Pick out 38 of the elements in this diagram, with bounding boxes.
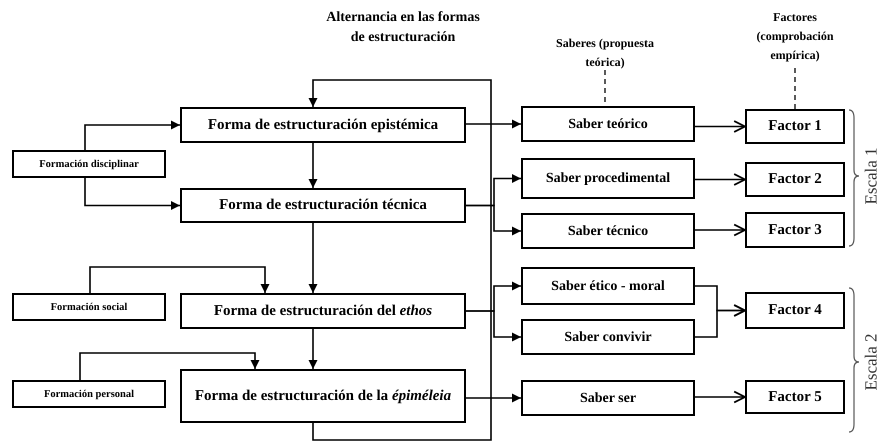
arrow: [695, 173, 746, 186]
process-box: Saber procedimental: [521, 158, 695, 199]
arrow: [308, 143, 318, 188]
arrow: [466, 310, 521, 342]
process-box: Factor 1: [745, 109, 845, 144]
process-box: Formación disciplinar: [12, 150, 166, 178]
arrow: [89, 266, 270, 293]
arrow: [308, 329, 318, 369]
scale-label: Escala 1: [860, 147, 882, 205]
arrow: [466, 120, 521, 128]
arrow: [466, 394, 521, 402]
arrow: [84, 178, 180, 210]
process-box: Forma de estructuración epistémica: [180, 107, 466, 143]
arrow: [308, 79, 492, 441]
process-box: Factor 5: [745, 380, 845, 414]
process-box: Saber ético - moral: [521, 267, 695, 305]
arrow: [308, 223, 318, 293]
arrow: [695, 390, 746, 404]
process-box: Forma de estructuración de la épiméleia: [180, 369, 466, 423]
process-box: Factor 4: [745, 292, 845, 329]
arrow: [84, 120, 180, 150]
process-box: Formación personal: [12, 380, 166, 408]
process-box: Saber teórico: [521, 106, 695, 142]
process-box: Factor 2: [745, 162, 845, 197]
process-box: Saber convivir: [521, 319, 695, 355]
arrow: [466, 204, 521, 236]
arrow: [695, 224, 746, 236]
process-box: Factor 3: [745, 212, 845, 248]
process-box: Saber técnico: [521, 213, 695, 249]
arrow: [695, 120, 746, 133]
scale-label: Escala 2: [860, 333, 882, 391]
arrow: [79, 352, 260, 380]
dashed-leader-line: [794, 68, 796, 109]
process-box: Forma de estructuración del ethos: [180, 293, 466, 329]
arrow: [695, 304, 746, 338]
process-box: Forma de estructuración técnica: [180, 188, 466, 223]
process-box: Saber ser: [521, 380, 695, 416]
process-box: Formación social: [12, 293, 166, 321]
